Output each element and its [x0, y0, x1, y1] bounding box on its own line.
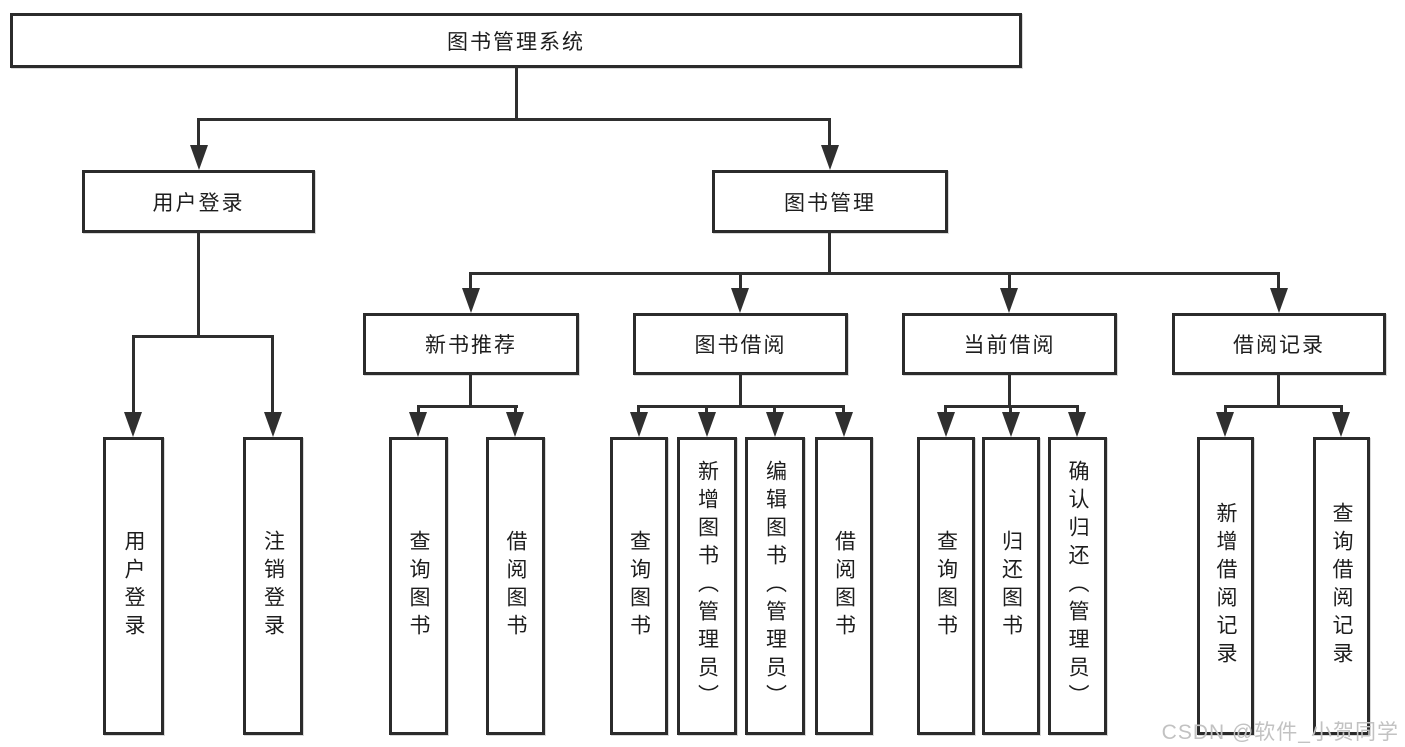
leaf-logout: 注销登录 — [243, 437, 303, 735]
connector-g2-stub-2 — [705, 405, 708, 414]
leaf-label: 查询借阅记录 — [1330, 502, 1353, 670]
leaf-label: 归还图书 — [999, 530, 1023, 642]
leaf-edit-books-admin: 编辑图书（管理员） — [745, 437, 805, 735]
arrow-g2-leaf-2 — [698, 412, 716, 437]
leaf-borrow-books-recommend: 借阅图书 — [486, 437, 545, 735]
leaf-label: 借阅图书 — [504, 530, 527, 642]
connector-g1-trunk — [469, 374, 472, 408]
leaf-borrow-books: 借阅图书 — [815, 437, 873, 735]
arrow-g1-leaf-1 — [409, 412, 427, 437]
arrow-g2-leaf-3 — [766, 412, 784, 437]
arrow-g1-leaf-2 — [506, 412, 524, 437]
leaf-query-books-current: 查询图书 — [917, 437, 975, 735]
node-current-borrow: 当前借阅 — [902, 313, 1117, 375]
arrow-g2-leaf-4 — [835, 412, 853, 437]
leaf-add-borrow-record: 新增借阅记录 — [1197, 437, 1254, 735]
connector-g2-bar — [637, 405, 845, 408]
connector-login-bar — [132, 335, 274, 338]
connector-g2-stub-1 — [637, 405, 640, 414]
arrow-into-book-borrow — [731, 288, 749, 313]
arrow-g3-leaf-3 — [1068, 412, 1086, 437]
arrow-into-user-login — [190, 145, 208, 170]
connector-stub-leaf-login — [132, 335, 135, 414]
connector-g2-stub-3 — [773, 405, 776, 414]
node-book-mgmt: 图书管理 — [712, 170, 948, 233]
leaf-label: 确认归还（管理员） — [1066, 460, 1089, 712]
leaf-label: 注销登录 — [261, 530, 285, 642]
connector-g4-trunk — [1277, 374, 1280, 408]
node-book-borrow: 图书借阅 — [633, 313, 848, 375]
connector-g3-stub-3 — [1076, 405, 1079, 414]
connector-stub-new-book — [469, 272, 472, 291]
leaf-query-borrow-record: 查询借阅记录 — [1313, 437, 1370, 735]
leaf-confirm-return-admin: 确认归还（管理员） — [1048, 437, 1107, 735]
arrow-into-borrow-records — [1270, 288, 1288, 313]
connector-stub-current-borrow — [1008, 272, 1011, 291]
connector-stub-borrow-records — [1277, 272, 1280, 291]
connector-stub-user-login — [197, 118, 200, 148]
node-borrow-records: 借阅记录 — [1172, 313, 1386, 375]
leaf-return-books: 归还图书 — [982, 437, 1040, 735]
leaf-label: 新增借阅记录 — [1214, 502, 1237, 670]
node-new-book-recommend: 新书推荐 — [363, 313, 579, 375]
connector-g4-bar — [1224, 405, 1343, 408]
csdn-watermark: CSDN @软件_小贺同学 — [1161, 721, 1399, 744]
connector-g3-trunk — [1008, 374, 1011, 408]
connector-root-bar — [197, 118, 831, 121]
arrow-into-leaf-login — [124, 412, 142, 437]
leaf-label: 新增图书（管理员） — [695, 460, 719, 712]
connector-g4-stub-2 — [1340, 405, 1343, 414]
leaf-label: 查询图书 — [934, 530, 958, 642]
leaf-label: 编辑图书（管理员） — [763, 460, 787, 712]
arrow-into-current-borrow — [1000, 288, 1018, 313]
arrow-into-book-mgmt — [821, 145, 839, 170]
node-root-system: 图书管理系统 — [10, 13, 1022, 68]
leaf-add-books-admin: 新增图书（管理员） — [677, 437, 737, 735]
connector-g1-stub-1 — [417, 405, 420, 414]
arrow-g3-leaf-1 — [937, 412, 955, 437]
arrow-into-new-book — [462, 288, 480, 313]
arrow-g4-leaf-2 — [1332, 412, 1350, 437]
connector-g1-stub-2 — [514, 405, 517, 414]
connector-mgmt-trunk — [828, 231, 831, 275]
connector-g2-stub-4 — [842, 405, 845, 414]
connector-login-trunk — [197, 231, 200, 337]
node-user-login: 用户登录 — [82, 170, 315, 233]
leaf-label: 查询图书 — [407, 530, 430, 642]
leaf-query-books-borrow: 查询图书 — [610, 437, 668, 735]
arrow-g3-leaf-2 — [1002, 412, 1020, 437]
connector-g3-stub-2 — [1009, 405, 1012, 414]
arrow-g2-leaf-1 — [630, 412, 648, 437]
connector-stub-leaf-logout — [271, 335, 274, 414]
connector-g2-trunk — [739, 374, 742, 408]
connector-root-trunk — [515, 66, 518, 120]
leaf-label: 用户登录 — [122, 530, 145, 642]
connector-g3-stub-1 — [944, 405, 947, 414]
leaf-label: 查询图书 — [627, 530, 651, 642]
arrow-g4-leaf-1 — [1216, 412, 1234, 437]
connector-g4-stub-1 — [1224, 405, 1227, 414]
arrow-into-leaf-logout — [264, 412, 282, 437]
leaf-label: 借阅图书 — [832, 530, 856, 642]
leaf-query-books-recommend: 查询图书 — [389, 437, 448, 735]
connector-mgmt-bar — [469, 272, 1280, 275]
leaf-user-login: 用户登录 — [103, 437, 164, 735]
connector-g1-bar — [417, 405, 518, 408]
connector-stub-book-mgmt — [828, 118, 831, 148]
connector-stub-book-borrow — [739, 272, 742, 291]
